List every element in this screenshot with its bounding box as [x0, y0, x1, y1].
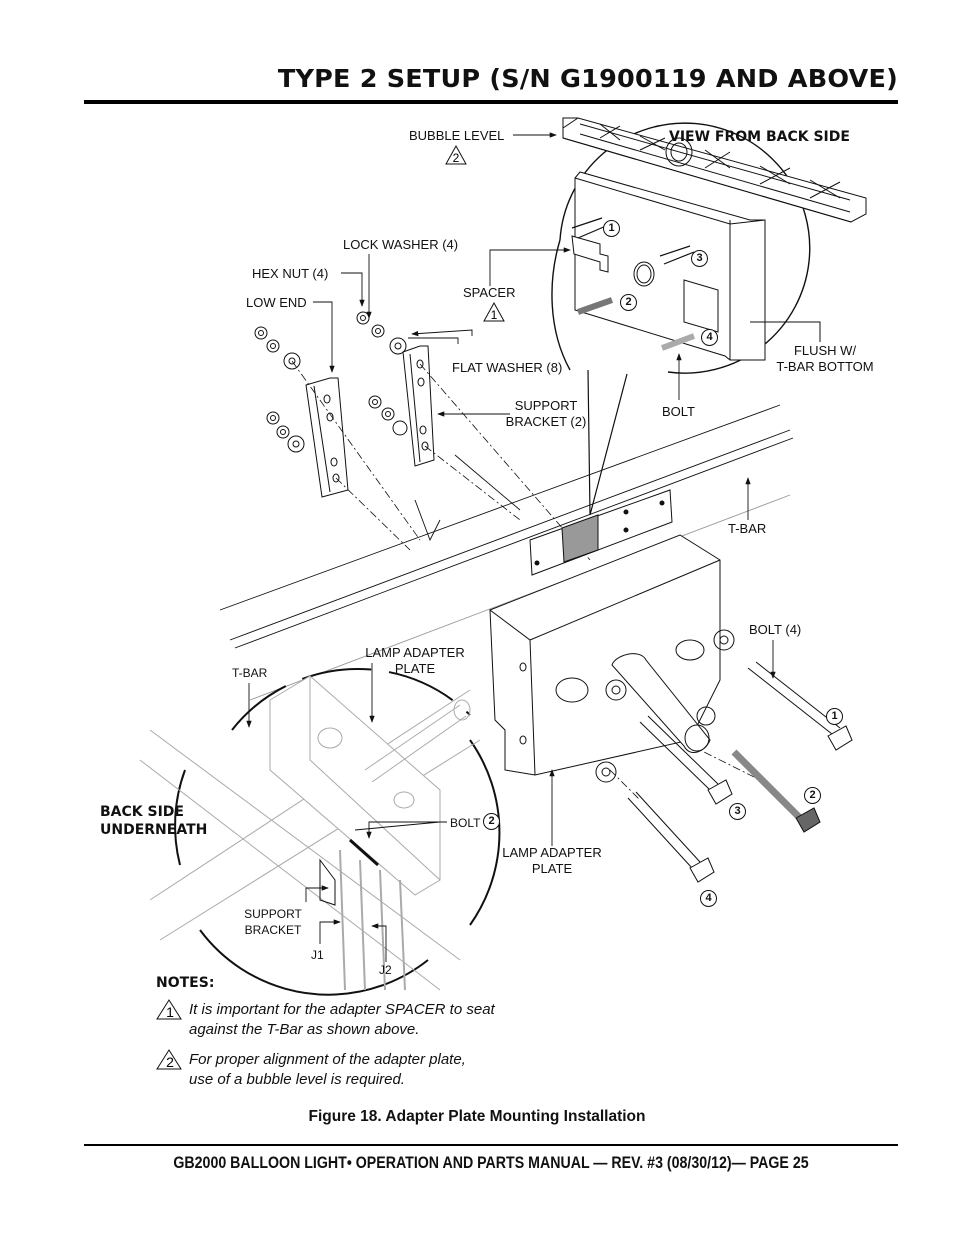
detail-pointer	[587, 369, 628, 516]
bolt-number-back-1: 1	[603, 220, 620, 237]
note-1-line2: against the T-Bar as shown above.	[189, 1021, 420, 1038]
label-flush-line2: T-BAR BOTTOM	[776, 359, 874, 374]
bolt-number-exploded-2: 2	[804, 787, 821, 804]
label-underneath: UNDERNEATH	[100, 822, 208, 838]
page-footer: GB2000 BALLOON LIGHT• OPERATION AND PART…	[173, 1154, 809, 1172]
bubble-level-drawing	[562, 117, 867, 223]
label-j1: J1	[311, 948, 324, 962]
detail-circle-underneath	[174, 667, 501, 996]
support-bracket-drawing	[305, 345, 435, 498]
adapter-plate-back-drawing	[571, 171, 821, 361]
label-flat-washer: FLAT WASHER (8)	[452, 360, 563, 375]
hardware-left-drawing	[254, 311, 408, 453]
lamp-adapter-plate-drawing	[489, 534, 735, 783]
note-marker-2-text: 2	[453, 151, 460, 165]
note-marker-1-text: 1	[491, 308, 498, 322]
bolt-number-exploded-1: 1	[826, 708, 843, 725]
bolt-number-exploded-4: 4	[700, 890, 717, 907]
label-flush-with-t-bar-bottom: FLUSH W/ T-BAR BOTTOM	[770, 343, 880, 375]
note-1-marker-icon: 1	[156, 999, 182, 1020]
label-j2: J2	[379, 963, 392, 977]
note-2-line1: For proper alignment of the adapter plat…	[189, 1051, 466, 1068]
page-title: TYPE 2 SETUP (S/N G1900119 AND ABOVE)	[277, 64, 898, 93]
footer-rule	[84, 1144, 898, 1146]
label-lamp-adapter-bottom-line1: LAMP ADAPTER	[502, 845, 602, 860]
label-support-bracket-detail-line2: BRACKET	[244, 923, 302, 937]
note-1: It is important for the adapter SPACER t…	[189, 1000, 495, 1040]
exploded-bolts-drawing	[627, 661, 853, 883]
bolt-number-exploded-3: 3	[729, 803, 746, 820]
note-2-marker-icon: 2	[156, 1049, 182, 1070]
label-lock-washer: LOCK WASHER (4)	[343, 237, 459, 252]
underneath-view-drawing	[139, 675, 481, 991]
label-bolt-detail: BOLT	[450, 816, 481, 830]
label-support-bracket-detail: SUPPORT BRACKET	[236, 906, 310, 938]
note-marker-1-icon: 1	[483, 302, 505, 322]
label-view-from-back-side: VIEW FROM BACK SIDE	[669, 129, 850, 145]
label-lamp-adapter-plate-bottom: LAMP ADAPTER PLATE	[494, 845, 610, 877]
label-spacer: SPACER	[463, 285, 516, 300]
label-back-side-underneath: BACK SIDE UNDERNEATH	[100, 803, 236, 839]
bolt-number-back-4: 4	[701, 329, 718, 346]
label-hex-nut: HEX NUT (4)	[252, 266, 329, 281]
note-1-marker-text: 1	[166, 1004, 174, 1020]
header-rule	[84, 100, 898, 104]
label-support-bracket: SUPPORT BRACKET (2)	[500, 398, 592, 430]
label-back-side: BACK SIDE	[100, 804, 184, 820]
bolt-number-detail: 2	[483, 813, 500, 830]
label-bubble-level: BUBBLE LEVEL	[409, 128, 505, 143]
bolt-number-back-2: 2	[620, 294, 637, 311]
figure-caption: Figure 18. Adapter Plate Mounting Instal…	[308, 1108, 646, 1125]
label-bolt-4: BOLT (4)	[749, 622, 802, 637]
note-2: For proper alignment of the adapter plat…	[189, 1050, 466, 1090]
label-support-bracket-line2: BRACKET (2)	[505, 414, 587, 429]
note-marker-2-icon: 2	[445, 145, 467, 165]
label-support-bracket-line1: SUPPORT	[514, 398, 578, 413]
label-low-end: LOW END	[246, 295, 307, 310]
label-t-bar: T-BAR	[728, 521, 767, 536]
notes-heading: NOTES:	[156, 975, 215, 991]
note-2-marker-text: 2	[166, 1054, 174, 1070]
label-bolt: BOLT	[662, 404, 695, 419]
label-support-bracket-detail-line1: SUPPORT	[244, 907, 302, 921]
note-2-line2: use of a bubble level is required.	[189, 1071, 405, 1088]
label-lamp-adapter-top-line1: LAMP ADAPTER	[365, 645, 465, 660]
note-1-line1: It is important for the adapter SPACER t…	[189, 1001, 495, 1018]
t-bar-drawing	[219, 404, 794, 701]
label-lamp-adapter-plate-top: LAMP ADAPTER PLATE	[355, 645, 475, 677]
label-lamp-adapter-top-line2: PLATE	[394, 661, 436, 676]
label-t-bar-detail: T-BAR	[232, 666, 268, 680]
spacer-plate-drawing	[529, 489, 673, 576]
label-flush-line1: FLUSH W/	[793, 343, 857, 358]
label-lamp-adapter-bottom-line2: PLATE	[531, 861, 573, 876]
bolt-number-back-3: 3	[691, 250, 708, 267]
